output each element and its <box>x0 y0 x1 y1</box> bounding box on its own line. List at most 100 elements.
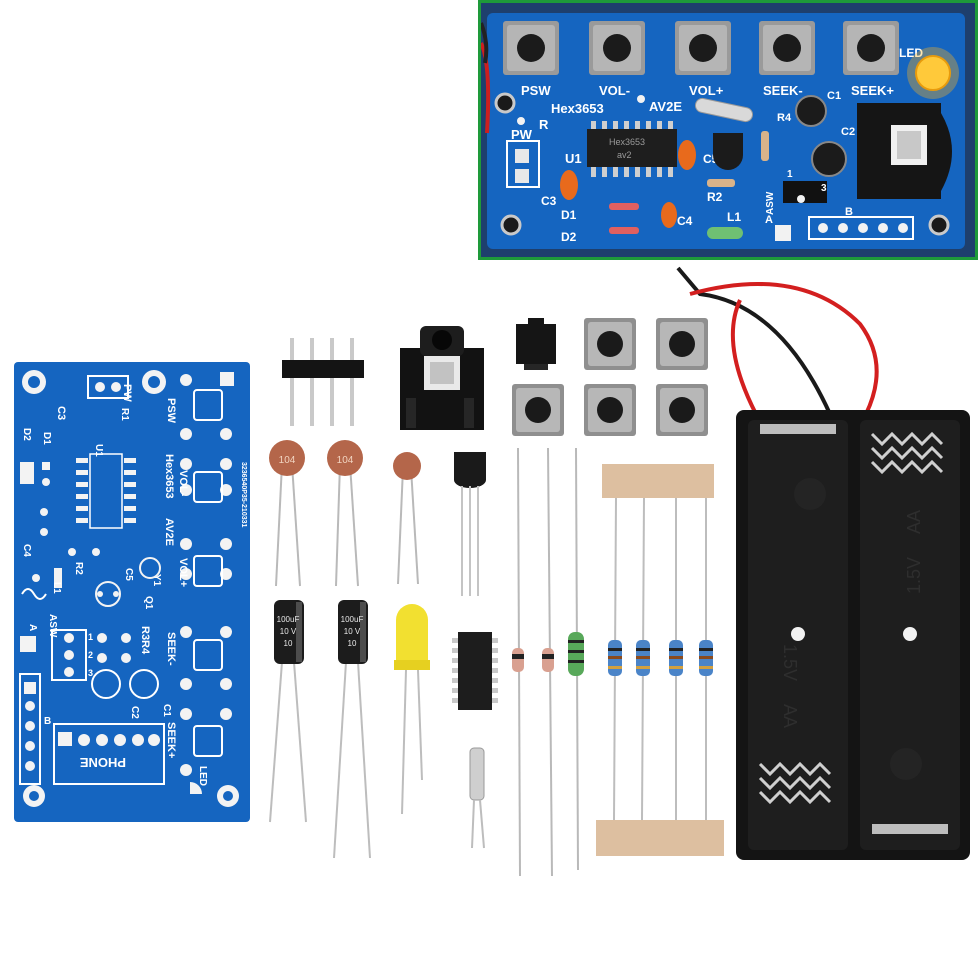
board-label-c4: C4 <box>21 544 32 557</box>
board-label-d2: D2 <box>21 428 32 441</box>
inset-ceramic-cap <box>661 202 677 228</box>
mount-hole <box>500 214 522 236</box>
wire-black <box>676 266 832 415</box>
inset-label-c4: C4 <box>677 214 693 228</box>
board-label-r2: R2 <box>73 562 84 575</box>
board-label-c1: C1 <box>161 704 172 717</box>
inset-label-3: 3 <box>821 183 827 194</box>
inset-label-r4: R4 <box>777 112 792 124</box>
board-label-av2e: AV2E <box>163 518 175 546</box>
board-label-3: 3 <box>88 668 93 678</box>
board-label-2: 2 <box>88 650 93 660</box>
inset-label-c3: C3 <box>541 194 557 208</box>
battery-holder: 1.5V AA 1.5V AA <box>660 264 972 864</box>
board-label-seek-minus: SEEK- <box>165 632 177 666</box>
inset-button-vol-plus <box>675 21 731 75</box>
electrolytic-cap-1: 100uF 10 V 10 <box>266 598 312 824</box>
ic-chip <box>450 628 500 714</box>
ceramic-cap-3 <box>390 450 424 586</box>
inset-label-led: LED <box>899 46 923 60</box>
inset-label-r2: R2 <box>707 190 723 204</box>
inset-jumper <box>783 181 827 203</box>
inset-label-seek-minus: SEEK- <box>763 83 803 98</box>
board-label-y1: Y1 <box>151 574 162 587</box>
board-label-c3: C3 <box>55 406 67 420</box>
inset-label-seek-plus: SEEK+ <box>851 83 894 98</box>
board-label-r3r4: R3R4 <box>139 626 151 655</box>
inset-resistor <box>707 179 735 187</box>
resistor <box>669 640 683 676</box>
board-label-vol-minus: VOL- <box>177 470 189 497</box>
blank-pcb: PSW Hex3653 VOL- AV2E VOL+ Y1 Q1 R3R4 SE… <box>14 362 250 822</box>
board-label-pw: PW <box>121 384 133 402</box>
audio-jack <box>394 318 490 432</box>
board-label-b: B <box>44 716 51 727</box>
transistor <box>450 448 490 598</box>
battery-contact <box>760 424 836 434</box>
ceramic-cap-label: 104 <box>337 455 354 466</box>
inset-label-l1: L1 <box>727 210 741 224</box>
tactile-button <box>656 318 708 370</box>
inset-label-u1: U1 <box>565 151 582 166</box>
inset-ic-chip: Hex3653 av2 <box>587 121 677 177</box>
board-label-led: LED <box>197 766 208 786</box>
inset-label-a: A <box>765 214 773 226</box>
cap-label-voltage: 10 V <box>344 627 361 636</box>
inset-label-vol-plus: VOL+ <box>689 83 724 98</box>
inset-label-b: B <box>845 206 853 218</box>
inset-inductor <box>707 227 743 239</box>
inset-label-asw: ASW <box>765 191 776 215</box>
inset-label-c2: C2 <box>841 126 855 138</box>
inset-button-vol-minus <box>589 21 645 75</box>
pin-header <box>282 338 366 428</box>
board-label-q1: Q1 <box>143 596 154 610</box>
board-label-vol-plus: VOL+ <box>177 558 189 587</box>
battery-contact <box>872 824 948 834</box>
inset-diode <box>609 227 639 234</box>
board-label-phone: PHONE <box>79 755 126 770</box>
tactile-button <box>656 384 708 436</box>
ceramic-cap-label: 104 <box>279 455 296 466</box>
inset-header-b <box>808 216 914 240</box>
inset-chip-code: AV2E <box>649 99 682 114</box>
diode <box>538 447 558 878</box>
resistor-strip <box>596 460 726 860</box>
inset-label-d1: D1 <box>561 208 577 222</box>
inset-pad <box>775 225 791 241</box>
battery-voltage-label: 1.5V <box>904 557 924 594</box>
inset-label-vol-minus: VOL- <box>599 83 630 98</box>
board-label-1: 1 <box>88 632 93 642</box>
battery-spring <box>758 431 944 805</box>
inset-yellow-led <box>915 55 951 91</box>
inset-crystal <box>694 97 754 123</box>
ceramic-cap-1: 104 <box>268 438 308 588</box>
assembled-board-svg: PSW VOL- VOL+ SEEK- SEEK+ LED Hex3653 AV… <box>481 3 975 257</box>
board-label-r1: R1 <box>119 408 130 421</box>
cap-label-code: 10 <box>348 639 357 648</box>
board-label-c5: C5 <box>123 568 134 581</box>
yellow-led <box>390 600 434 816</box>
battery-size-label: AA <box>780 704 800 728</box>
tape-bottom <box>596 820 724 856</box>
ic-footprint <box>76 458 136 523</box>
inset-audio-jack <box>857 103 952 199</box>
tactile-button <box>584 384 636 436</box>
blank-pcb-svg: PSW Hex3653 VOL- AV2E VOL+ Y1 Q1 R3R4 SE… <box>14 362 250 822</box>
inset-chip-name: Hex3653 <box>551 101 604 116</box>
tape-top <box>602 464 714 498</box>
inset-button-seek-plus <box>843 21 899 75</box>
tactile-button <box>584 318 636 370</box>
board-label-u1: U1 <box>93 444 104 457</box>
board-label-asw: ASW <box>47 614 58 638</box>
inset-label-r: R <box>539 117 549 132</box>
button-footprints <box>193 389 223 757</box>
jumper-cap <box>514 318 558 372</box>
cap-label-code: 10 <box>284 639 293 648</box>
inset-label-1: 1 <box>787 169 793 180</box>
mount-hole <box>928 214 950 236</box>
inset-diode <box>609 203 639 210</box>
cap-label-capacitance: 100uF <box>277 615 300 624</box>
board-label-psw: PSW <box>165 398 177 424</box>
cap-label-capacitance: 100uF <box>341 615 364 624</box>
inset-ceramic-cap <box>560 170 578 200</box>
